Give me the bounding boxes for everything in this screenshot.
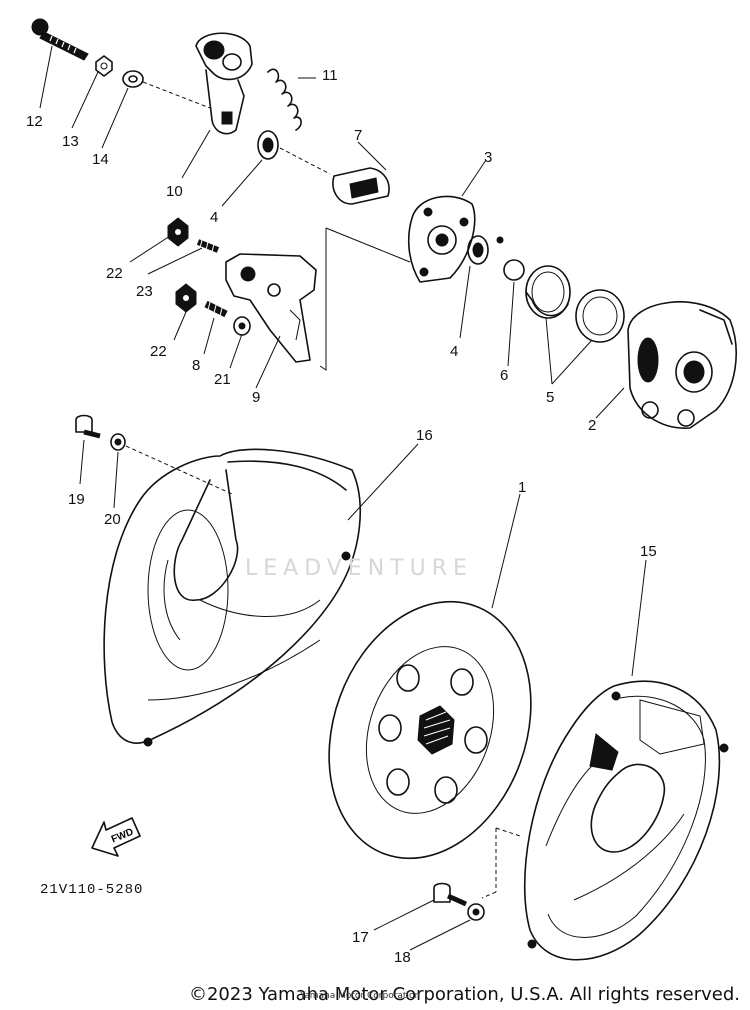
callout-numbers: 12 13 14 10 11 4 7 3 22 23 22 8 21 9 4 6…	[26, 67, 657, 966]
watermark: LEADVENTURE	[245, 556, 473, 581]
part-3-cover-plate	[407, 195, 476, 283]
part-1-brake-disc	[328, 600, 532, 860]
callout-4-upper: 4	[210, 209, 218, 226]
part-12-bolt	[31, 18, 89, 61]
small-note: Yamaha Motor Corporation	[300, 991, 421, 1001]
part-21-washer	[233, 316, 251, 336]
alignment-line-9	[319, 227, 411, 371]
callout-21: 21	[214, 371, 231, 388]
part-20-washer	[110, 433, 126, 451]
copyright-notice: ©2023 Yamaha Motor Corporation, U.S.A. A…	[188, 984, 740, 1005]
part-13-nut	[95, 55, 113, 77]
callout-14: 14	[92, 151, 109, 168]
part-10-lever	[195, 32, 253, 135]
part-8-stud	[204, 300, 228, 318]
part-4-seal-upper	[257, 130, 279, 160]
callout-4-lower: 4	[450, 343, 458, 360]
callout-15: 15	[640, 543, 657, 560]
callout-5: 5	[546, 389, 554, 406]
part-11-spring	[267, 68, 302, 131]
part-9-bracket	[225, 253, 317, 363]
callout-23: 23	[136, 283, 153, 300]
part-22-nut-lower	[175, 283, 197, 313]
part-5-piston-cups	[525, 265, 625, 343]
part-2-caliper-body	[627, 301, 737, 429]
part-23-stud	[196, 239, 220, 253]
callout-19: 19	[68, 491, 85, 508]
callout-8: 8	[192, 357, 200, 374]
callout-6: 6	[500, 367, 508, 384]
part-19-bolt	[75, 414, 101, 439]
part-14-washer	[122, 70, 144, 88]
part-22-nut-upper	[167, 217, 189, 247]
part-15-backing-plate	[523, 680, 729, 961]
callout-11: 11	[322, 67, 338, 84]
part-16-drum-cover	[103, 448, 361, 747]
alignment-line-15	[481, 827, 521, 899]
callout-22-upper: 22	[106, 265, 123, 282]
leader-lines	[39, 45, 647, 951]
callout-3: 3	[484, 149, 492, 166]
callout-13: 13	[62, 133, 79, 150]
part-7-cam-shaft	[332, 167, 390, 205]
callout-20: 20	[104, 511, 121, 528]
callout-7: 7	[354, 127, 362, 144]
callout-1: 1	[518, 479, 526, 496]
part-6-pin	[496, 236, 525, 281]
fwd-arrow-icon: FWD	[91, 817, 141, 857]
callout-2: 2	[588, 417, 596, 434]
callout-18: 18	[394, 949, 411, 966]
part-17-bolt	[433, 882, 468, 907]
fwd-label: FWD	[110, 827, 135, 846]
part-18-washer	[467, 903, 485, 921]
callout-10: 10	[166, 183, 183, 200]
callout-12: 12	[26, 113, 43, 130]
callout-22-lower: 22	[150, 343, 167, 360]
alignment-line	[142, 81, 211, 109]
callout-17: 17	[352, 929, 369, 946]
callout-16: 16	[416, 427, 433, 444]
callout-9: 9	[252, 389, 260, 406]
part-4-seal-lower	[467, 235, 489, 265]
diagram-part-code: 21V110-5280	[40, 882, 144, 898]
